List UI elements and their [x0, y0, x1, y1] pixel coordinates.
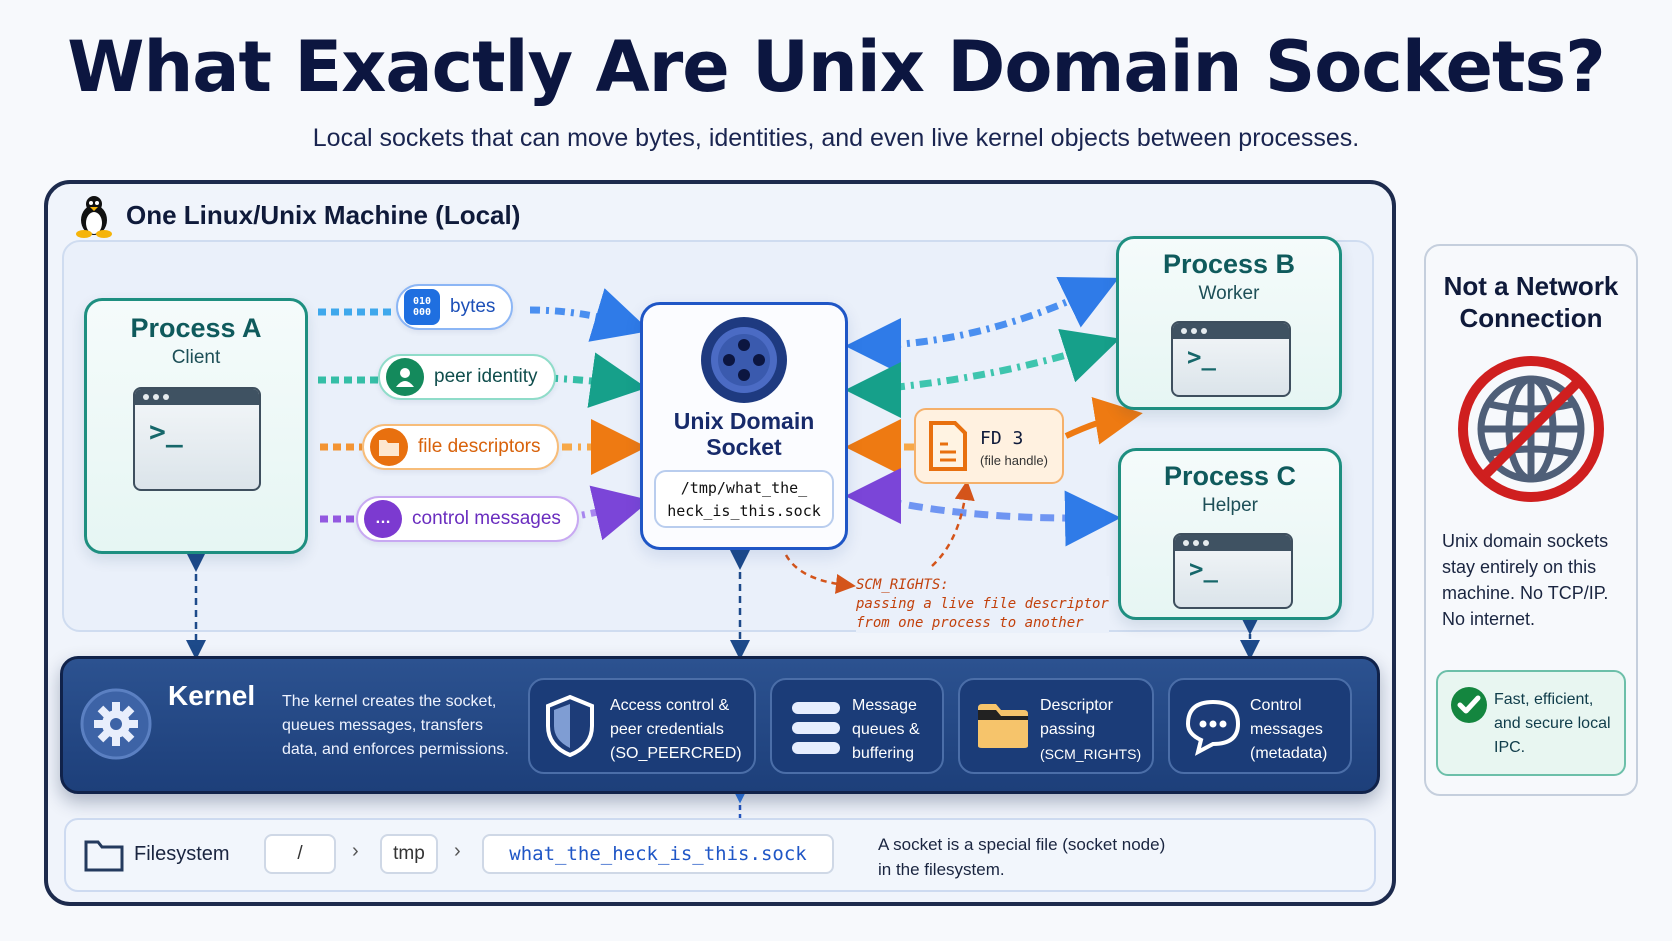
- terminal-icon: >_: [133, 387, 261, 491]
- process-a-card[interactable]: Process A Client >_: [84, 298, 308, 554]
- page-title: What Exactly Are Unix Domain Sockets?: [67, 26, 1605, 108]
- process-c-card[interactable]: Process C Helper >_: [1118, 448, 1342, 620]
- terminal-icon: >_: [1173, 533, 1293, 609]
- b-arrow-2: [865, 328, 1121, 394]
- scm-arrow-1: [784, 554, 856, 594]
- fd-sublabel: (file handle): [980, 453, 1048, 468]
- folder-icon: [84, 840, 124, 872]
- process-b-title: Process B: [1162, 249, 1296, 279]
- linux-penguin-icon: [76, 196, 112, 238]
- folder-icon: [370, 428, 408, 466]
- process-b-card[interactable]: Process B Worker >_: [1116, 236, 1342, 410]
- process-a-role: Client: [171, 347, 221, 368]
- socket-icon: [701, 317, 787, 403]
- process-b-role: Worker: [1198, 283, 1260, 304]
- no-network-globe-icon: [1458, 356, 1604, 502]
- not-network-title: Not a Network Connection: [1443, 271, 1619, 333]
- filesystem-label: Filesystem: [134, 843, 230, 865]
- document-icon: [929, 421, 967, 471]
- terminal-icon: >_: [1171, 321, 1291, 397]
- chevron-right-icon: ›: [352, 840, 359, 862]
- process-c-title: Process C: [1163, 461, 1297, 491]
- scm-rights-note: SCM_RIGHTS: passing a live file descript…: [856, 576, 1109, 633]
- identity-arrow-out: [547, 352, 647, 408]
- kernel-card-message-queues: Message queues & buffering: [770, 678, 944, 774]
- path-crumb-tmp[interactable]: tmp: [380, 834, 438, 874]
- machine-title: One Linux/Unix Machine (Local): [126, 200, 521, 230]
- flow-bytes[interactable]: 010 000 bytes: [396, 284, 514, 330]
- chat-icon: …: [364, 500, 402, 538]
- flow-peer-identity-label: peer identity: [434, 366, 538, 387]
- gear-icon: [80, 688, 152, 760]
- user-icon: [386, 358, 424, 396]
- binary-icon: 010 000: [404, 289, 440, 325]
- flow-bytes-label: bytes: [450, 296, 496, 317]
- not-network-description: Unix domain sockets stay entirely on thi…: [1442, 531, 1609, 629]
- flow-control-messages[interactable]: … control messages: [356, 496, 579, 542]
- kernel-card-control-messages: Control messages (metadata): [1168, 678, 1352, 774]
- flow-file-descriptors-label: file descriptors: [418, 436, 541, 457]
- flow-control-messages-label: control messages: [412, 508, 561, 529]
- fast-ipc-text: Fast, efficient, and secure local IPC.: [1494, 691, 1611, 756]
- socket-title: Unix Domain Socket: [673, 408, 815, 460]
- process-c-role: Helper: [1202, 495, 1258, 516]
- path-crumb-socket-file[interactable]: what_the_heck_is_this.sock: [482, 834, 834, 874]
- chevron-right-icon: ›: [454, 840, 461, 862]
- bytes-arrow-out: [529, 288, 651, 342]
- kernel-title: Kernel: [168, 680, 256, 711]
- filesystem-note: A socket is a special file (socket node)…: [878, 835, 1166, 879]
- check-circle-icon: [1451, 687, 1487, 723]
- folder-icon: [978, 704, 1028, 748]
- flow-file-descriptors[interactable]: file descriptors: [362, 424, 559, 470]
- path-crumb-root[interactable]: /: [264, 834, 336, 874]
- c-arrow: [865, 490, 1121, 547]
- shield-icon: [546, 694, 594, 758]
- scm-arrow-2: [931, 480, 975, 567]
- queue-icon: [792, 702, 840, 754]
- socket-path: /tmp/what_the_ heck_is_this.sock: [654, 470, 834, 528]
- kernel-card-descriptor-passing: Descriptor passing (SCM_RIGHTS): [958, 678, 1154, 774]
- fd-to-b: [1064, 397, 1143, 445]
- chat-bubble-icon: [1185, 699, 1241, 756]
- kernel-description: The kernel creates the socket, queues me…: [282, 693, 509, 758]
- kernel-card-access-control: Access control & peer credentials (SO_PE…: [528, 678, 756, 774]
- process-a-title: Process A: [130, 313, 262, 343]
- fd-label: FD 3: [980, 428, 1024, 449]
- page-subtitle: Local sockets that can move bytes, ident…: [312, 124, 1360, 152]
- flow-peer-identity[interactable]: peer identity: [378, 354, 556, 400]
- b-arrow-1: [861, 277, 1119, 350]
